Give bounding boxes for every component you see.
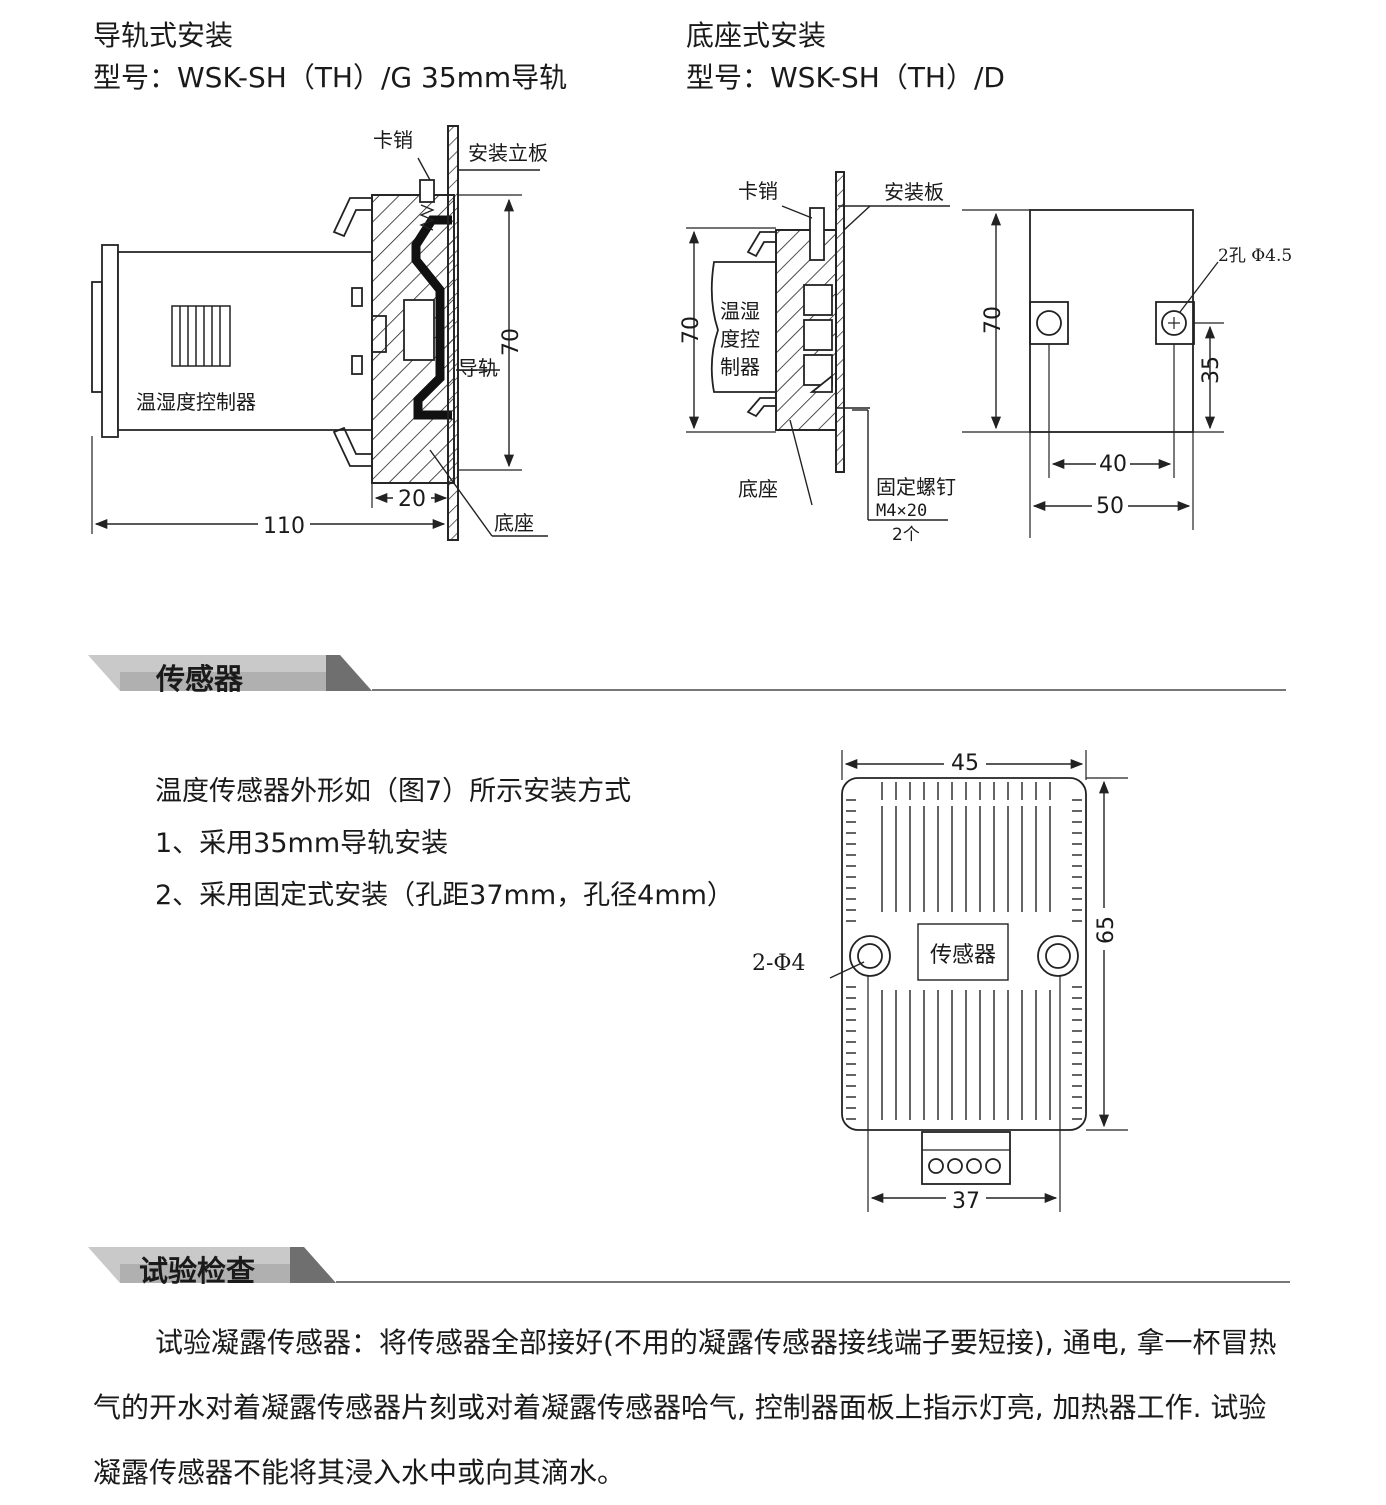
sensor-section-bar — [88, 655, 1286, 691]
sensor-line-1: 温度传感器外形如（图7）所示安装方式 — [155, 776, 632, 807]
test-section-title: 试验检查 — [139, 1254, 256, 1288]
screw-label-1: 固定螺钉 — [876, 475, 956, 499]
holes-label: 2孔 Φ4.5 — [1218, 246, 1292, 266]
base-label: 底座 — [738, 477, 778, 501]
base-controller-label-2: 度控 — [720, 327, 760, 351]
sensor-dim-65: 65 — [1094, 916, 1119, 944]
base-controller-label-1: 温湿 — [720, 299, 760, 323]
vent-grille — [171, 305, 231, 367]
rail-dim-20: 20 — [398, 487, 426, 512]
rail-install-diagram — [91, 125, 548, 541]
sensor-box-label: 传感器 — [930, 943, 996, 968]
rail-label: 导轨 — [458, 356, 498, 380]
rail-dim-70: 70 — [499, 328, 524, 356]
sensor-vent-lines — [846, 782, 1082, 1120]
base-install-title: 底座式安装 — [686, 19, 827, 52]
sensor-dim-37: 37 — [952, 1189, 980, 1214]
base-latch-label: 卡销 — [738, 179, 778, 203]
base-mount-plate-label: 安装板 — [884, 180, 944, 204]
rail-dim-110: 110 — [263, 514, 305, 539]
base-side-dim-70: 70 — [679, 316, 704, 344]
sensor-hole-label: 2-Φ4 — [752, 951, 805, 976]
base-install-model: 型号：WSK-SH（TH）/D — [686, 61, 1005, 94]
base-front-dim-70: 70 — [981, 306, 1006, 334]
rail-install-title: 导轨式安装 — [93, 19, 234, 52]
sensor-figure — [829, 750, 1128, 1212]
sensor-dim-45: 45 — [951, 751, 979, 776]
base-controller-label-3: 制器 — [720, 355, 760, 379]
base-install-side-view — [686, 171, 950, 521]
screw-label-2: M4×20 — [876, 501, 927, 521]
sensor-line-2: 1、采用35mm导轨安装 — [155, 828, 449, 859]
rail-install-model: 型号：WSK-SH（TH）/G 35mm导轨 — [93, 61, 568, 94]
test-paragraph: 试验凝露传感器：将传感器全部接好(不用的凝露传感器接线端子要短接), 通电, 拿… — [93, 1326, 1277, 1489]
rail-mount-panel-label: 安装立板 — [468, 141, 548, 165]
base-front-dim-50: 50 — [1096, 494, 1124, 519]
rail-base-label: 底座 — [494, 511, 534, 535]
sensor-section-title: 传感器 — [156, 662, 244, 696]
base-front-dim-40: 40 — [1099, 452, 1127, 477]
test-section-bar — [88, 1247, 1290, 1283]
sensor-line-3: 2、采用固定式安装（孔距37mm，孔径4mm） — [155, 880, 734, 911]
base-front-dim-35: 35 — [1199, 356, 1224, 384]
rail-controller-label: 温湿度控制器 — [136, 390, 256, 414]
rail-latch-label: 卡销 — [373, 128, 413, 152]
screw-label-3: 2个 — [892, 525, 920, 545]
base-install-front-view — [962, 209, 1224, 538]
